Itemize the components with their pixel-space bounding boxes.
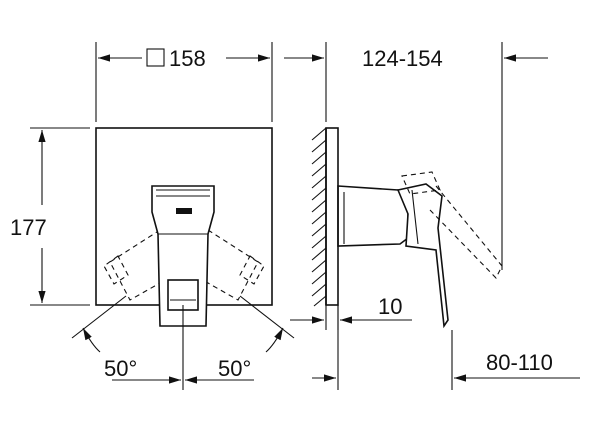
dimension-width-label: 158	[169, 46, 206, 71]
side-view	[311, 127, 503, 329]
lever-rotation-side	[401, 171, 503, 279]
wall-hatch	[311, 127, 327, 307]
handle-rotation-right	[177, 229, 265, 301]
handle-rotation-left	[103, 229, 191, 301]
dimension-angle-right: 50°	[185, 295, 295, 384]
dimension-height: 177	[10, 127, 90, 306]
dimension-handle-range-label: 80-110	[486, 350, 553, 375]
dimension-wall-gap-label: 10	[378, 294, 402, 319]
dimension-width: 158	[95, 42, 273, 122]
dimension-projection: 124-154	[284, 42, 548, 270]
plate-profile	[325, 127, 339, 306]
lever-side	[396, 183, 449, 329]
dimension-wall-gap: 10	[290, 294, 412, 330]
angle-right-label: 50°	[218, 356, 251, 381]
dimension-handle-range: 80-110	[312, 305, 580, 390]
mixer-body	[337, 185, 409, 247]
dimension-angle-left: 50°	[71, 295, 181, 384]
dimension-projection-label: 124-154	[362, 46, 443, 71]
angle-left-label: 50°	[104, 356, 137, 381]
handle-indicator	[176, 208, 192, 214]
square-icon	[146, 48, 165, 67]
dimension-height-label: 177	[10, 215, 47, 240]
front-view	[95, 127, 273, 390]
